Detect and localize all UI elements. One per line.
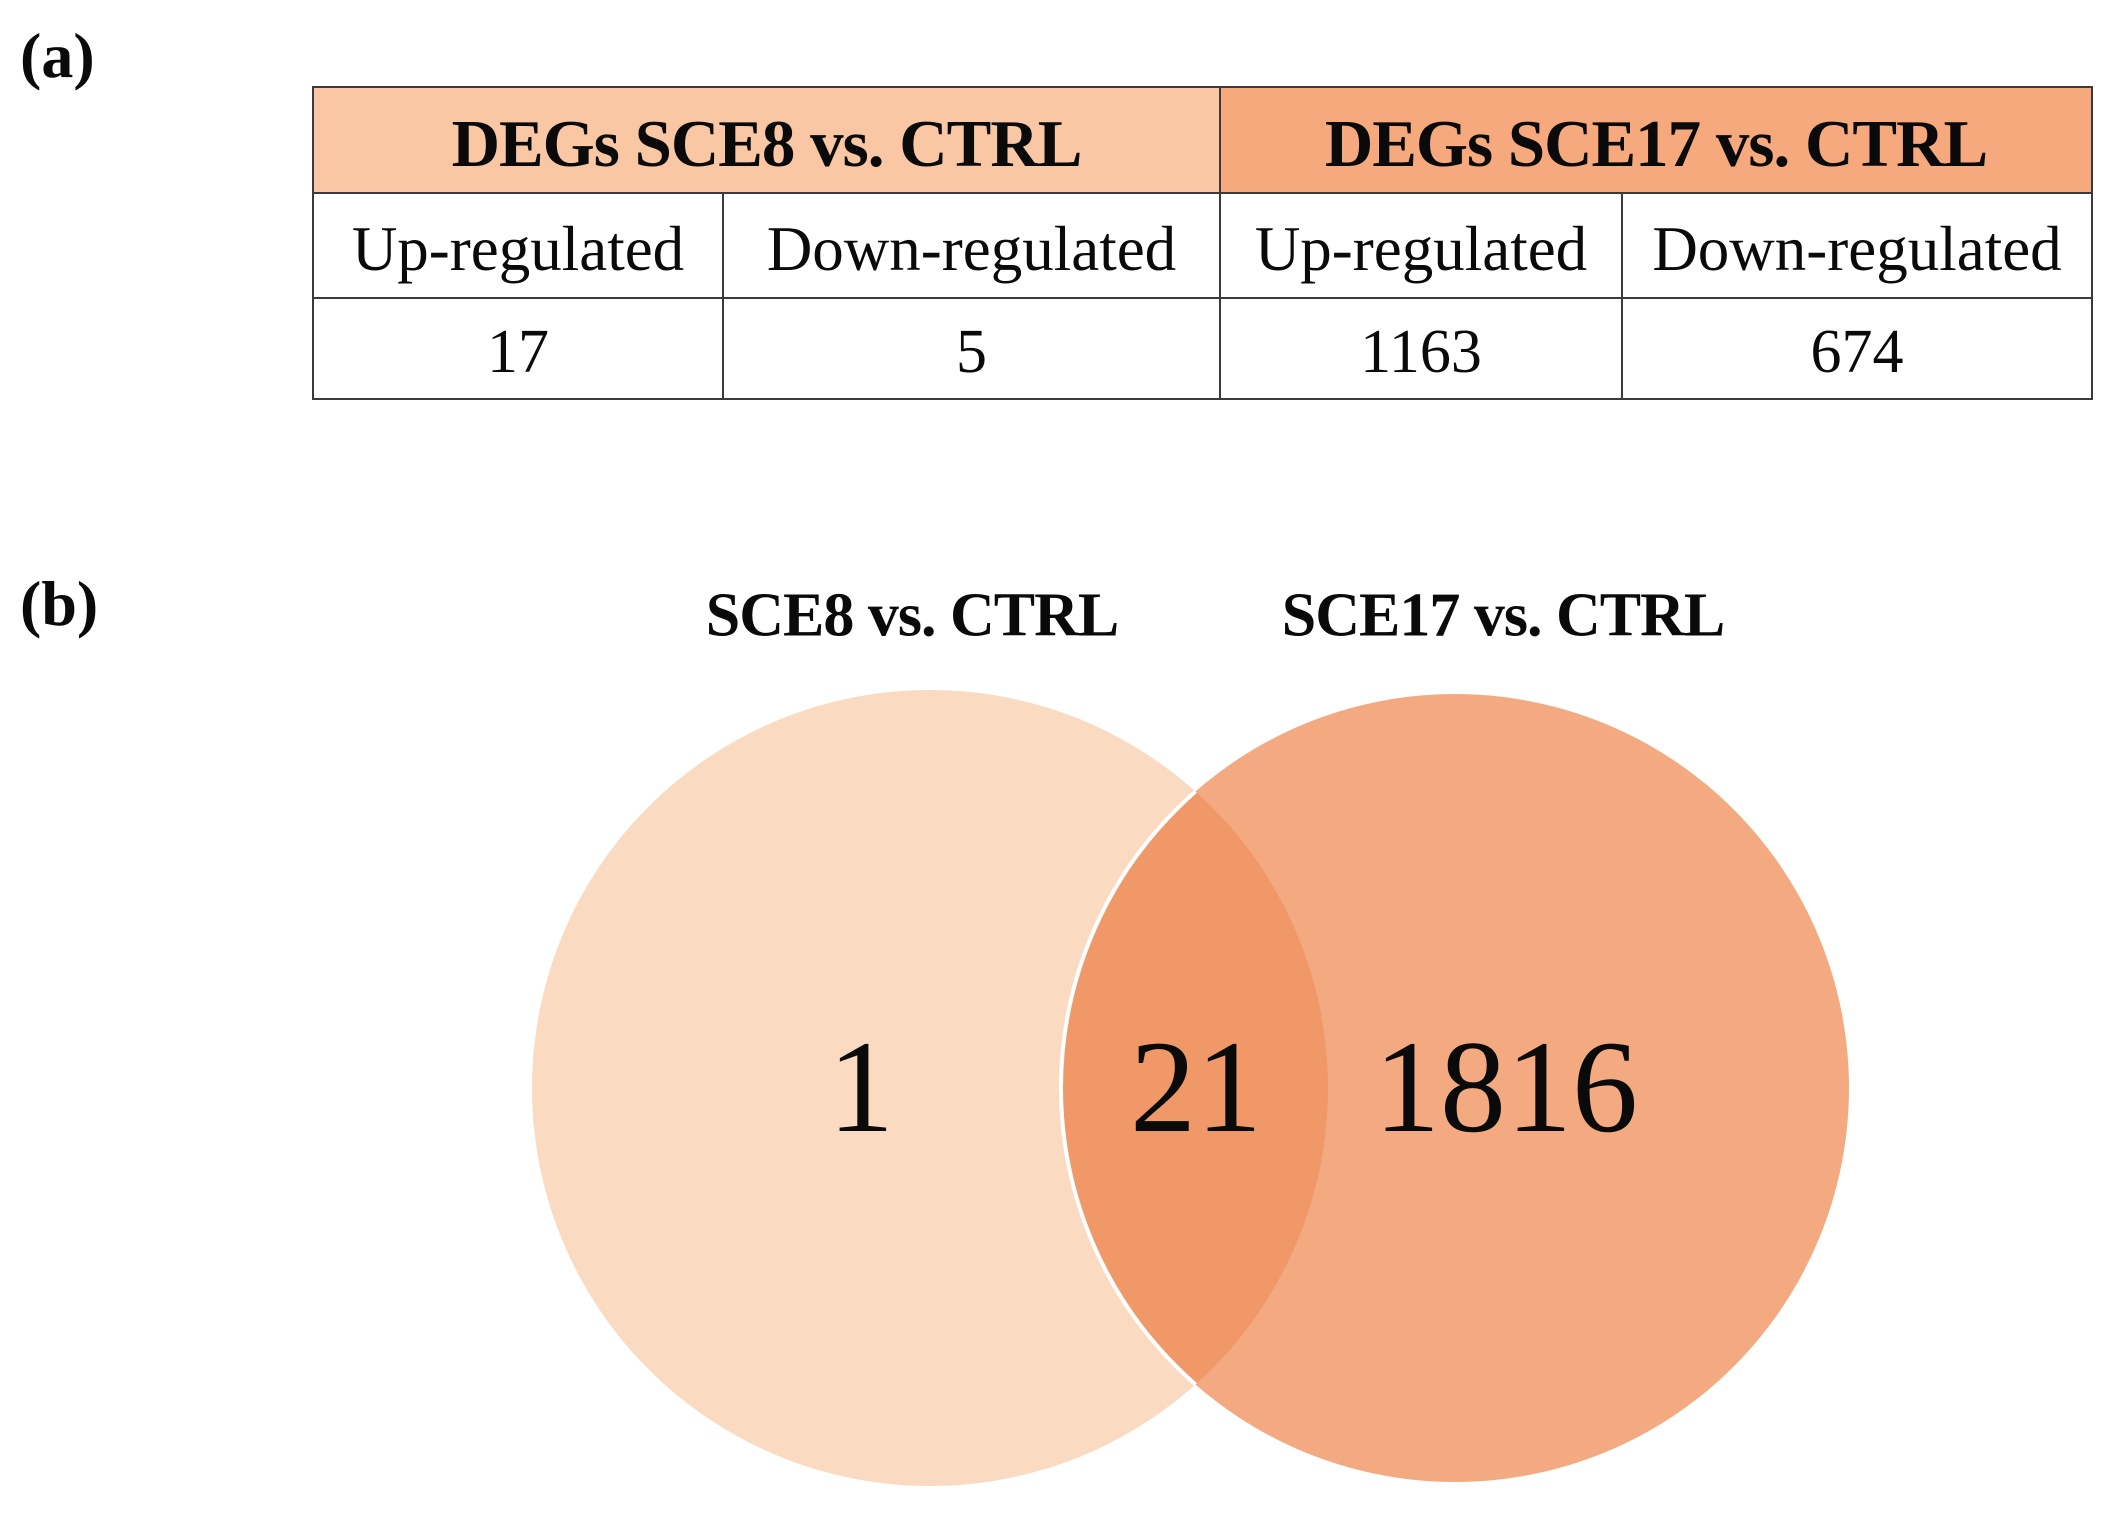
table-row: 17 5 1163 674 bbox=[312, 297, 2093, 400]
table-row: DEGs SCE8 vs. CTRL DEGs SCE17 vs. CTRL bbox=[312, 86, 2093, 194]
venn-right-set-label: SCE17 vs. CTRL bbox=[1281, 581, 1725, 650]
venn-overlap-region bbox=[1059, 692, 1328, 1484]
group-header-sce8: DEGs SCE8 vs. CTRL bbox=[312, 86, 1221, 194]
panel-a-label: (a) bbox=[20, 20, 95, 91]
deg-table: DEGs SCE8 vs. CTRL DEGs SCE17 vs. CTRL U… bbox=[312, 86, 2093, 400]
value-sce8-up: 17 bbox=[312, 297, 724, 400]
venn-overlap-count: 21 bbox=[1130, 1013, 1262, 1160]
col-header-sce8-up: Up-regulated bbox=[312, 192, 724, 299]
venn-left-only-count: 1 bbox=[828, 1013, 894, 1160]
col-header-sce8-down: Down-regulated bbox=[722, 192, 1221, 299]
group-header-sce17: DEGs SCE17 vs. CTRL bbox=[1219, 86, 2093, 194]
value-sce8-down: 5 bbox=[722, 297, 1221, 400]
value-sce17-down: 674 bbox=[1621, 297, 2093, 400]
venn-left-set-label: SCE8 vs. CTRL bbox=[705, 581, 1119, 650]
col-header-sce17-down: Down-regulated bbox=[1621, 192, 2093, 299]
venn-right-only-count: 1816 bbox=[1374, 1013, 1638, 1160]
table-row: Up-regulated Down-regulated Up-regulated… bbox=[312, 192, 2093, 299]
panel-b-label: (b) bbox=[20, 568, 99, 639]
col-header-sce17-up: Up-regulated bbox=[1219, 192, 1623, 299]
value-sce17-up: 1163 bbox=[1219, 297, 1623, 400]
